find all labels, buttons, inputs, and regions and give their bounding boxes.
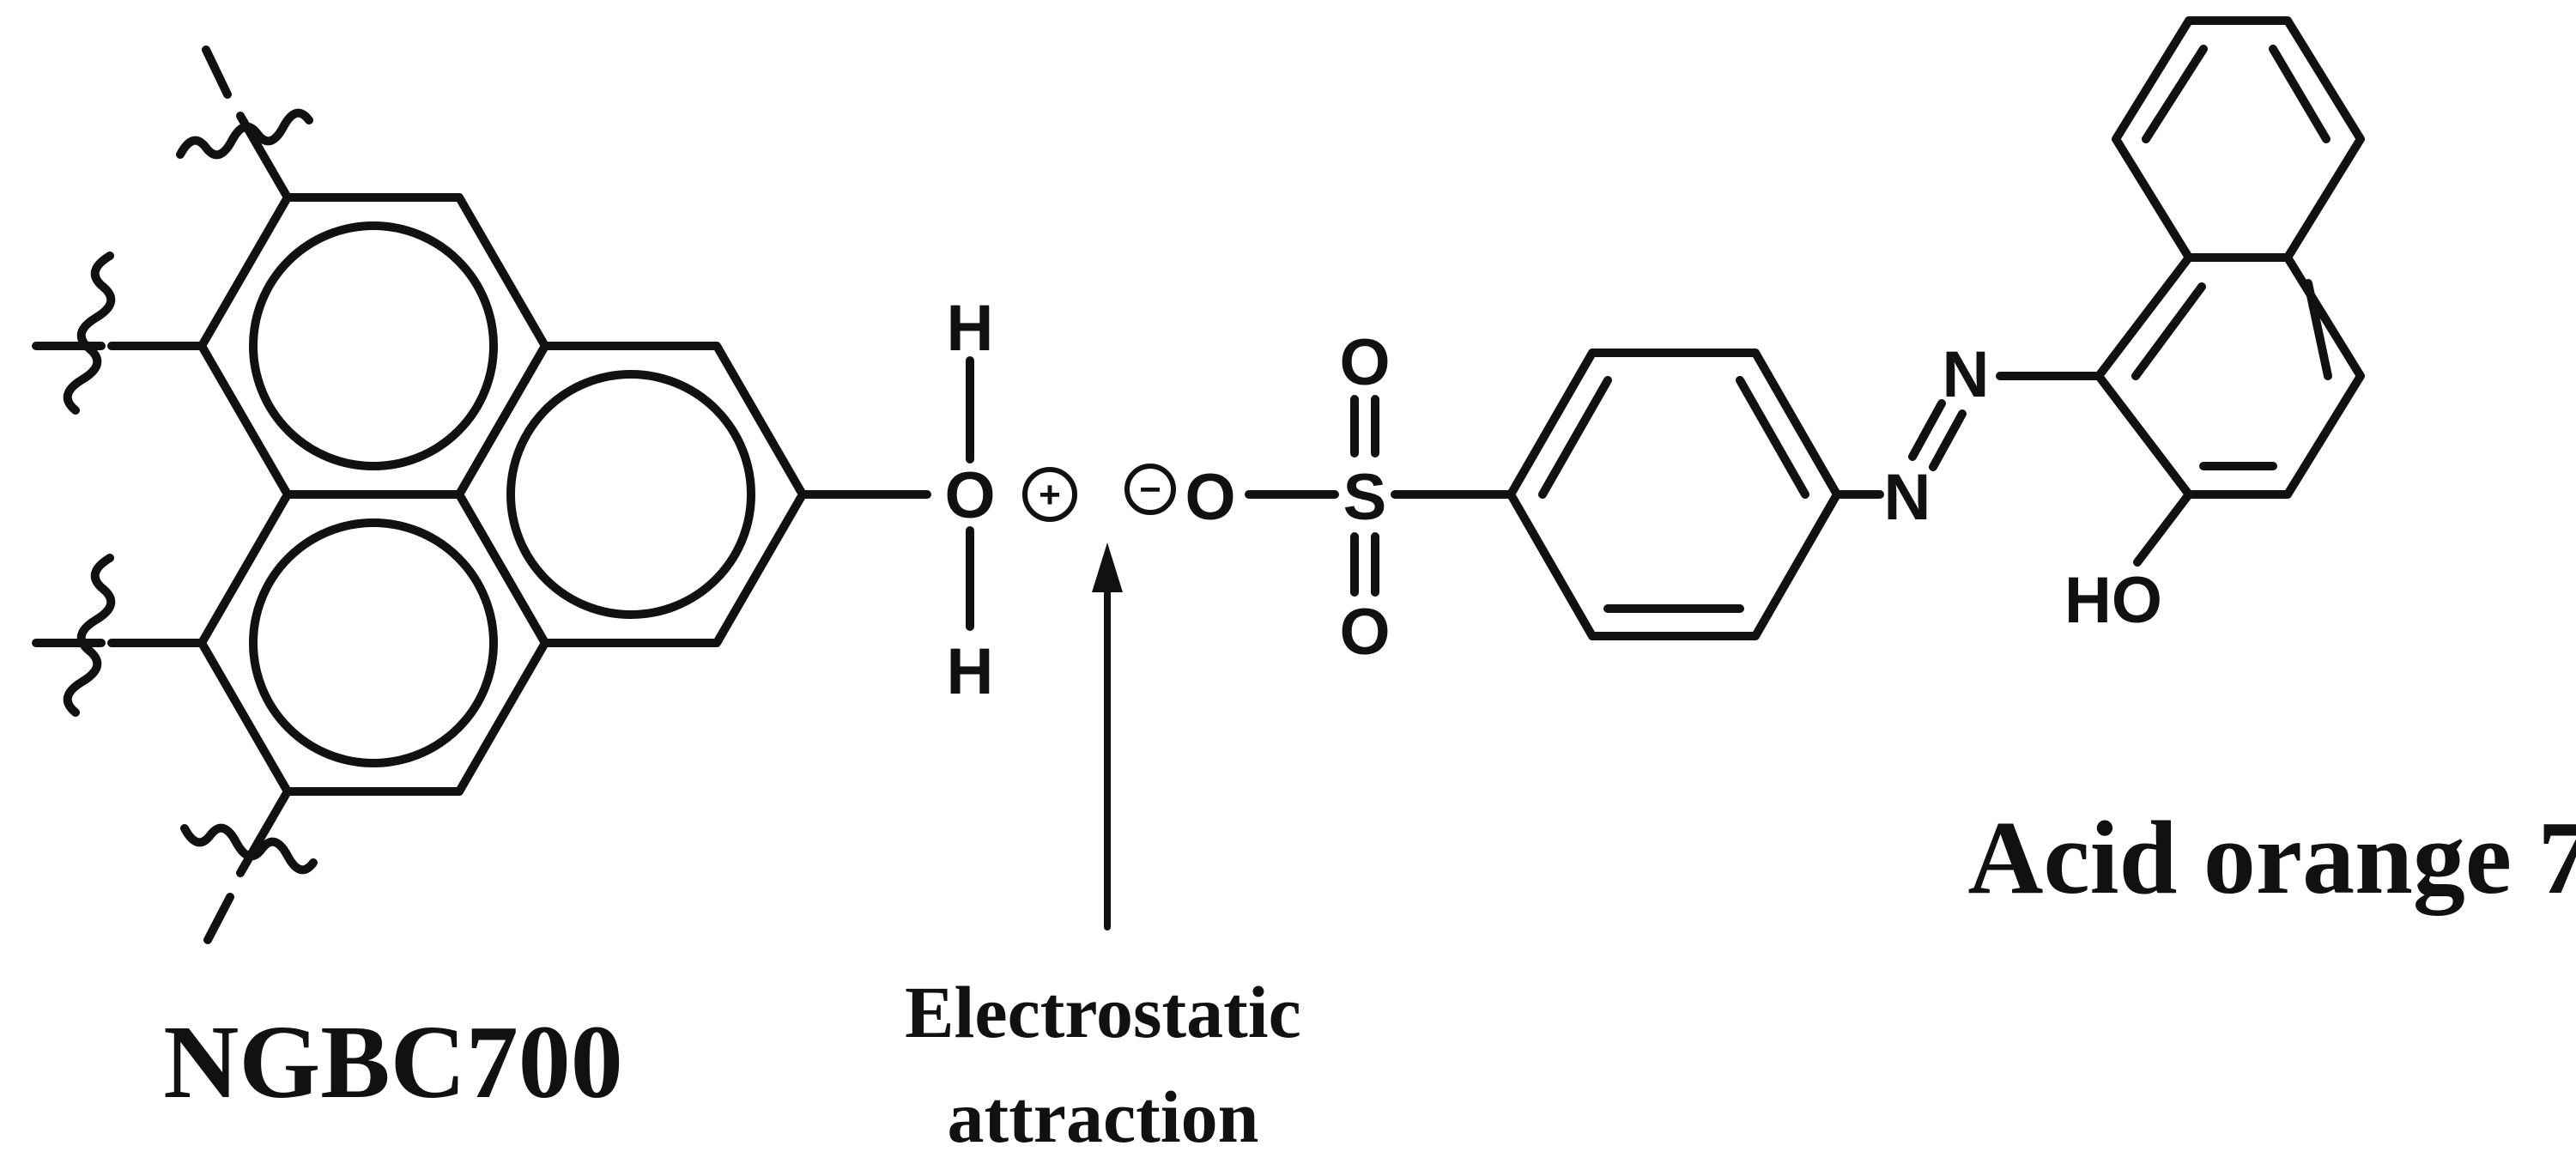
c-oh-bond (2133, 490, 2193, 567)
hydrogen-top-label: H (947, 292, 994, 365)
ngbc700-caption: NGBC700 (163, 1004, 622, 1120)
negative-charge-circle (1124, 464, 1176, 515)
oxonium-group: H O H + (944, 292, 1077, 708)
hydroxyl-label: HO (2064, 564, 2162, 637)
stub-line-4 (203, 893, 234, 944)
ring-c-aromatic-circle (249, 518, 498, 767)
hydrogen-bottom-label: H (947, 635, 994, 708)
interaction-caption-line1: Electrostatic (905, 971, 1301, 1053)
azo-linkage: N N (1884, 338, 2103, 534)
naphthol-double-2 (2304, 279, 2332, 380)
naphthol-structure: HO (2064, 16, 2365, 637)
ring-b (455, 342, 807, 647)
ring-b-aromatic-circle (506, 370, 755, 619)
nitrogen-upper-label: N (1943, 338, 1990, 411)
wavy-cut-2 (63, 252, 116, 415)
nitrogen-lower-label: N (1884, 461, 1931, 534)
n-n-double-a (1908, 399, 1946, 461)
naphthol-double-1 (2131, 282, 2206, 380)
positive-charge-circle (1022, 467, 1077, 522)
oxygen-center-label: O (944, 459, 995, 532)
naphthol-upper-ring (2112, 16, 2365, 262)
electrostatic-arrow (1092, 543, 1123, 931)
arrow-head (1092, 543, 1123, 592)
benzene-ring (1506, 349, 1884, 640)
naphthol-double-5 (2269, 45, 2331, 143)
negative-charge-sign: − (1139, 469, 1161, 511)
oxygen-sulfonyl-bottom-label: O (1339, 596, 1390, 669)
n-n-double-b (1929, 409, 1967, 471)
ngbc700-structure (32, 45, 931, 944)
benzene-double-1 (1538, 376, 1612, 499)
stub-bond-4 (236, 787, 292, 877)
oxygen-sulfonate-label: O (1185, 461, 1235, 534)
benzene-hexagon (1506, 349, 1841, 640)
acid-orange-caption: Acid orange 7 (1967, 800, 2576, 916)
benzene-double-2 (1736, 376, 1809, 499)
ring-a-aromatic-circle (249, 221, 498, 470)
interaction-caption-line2: attraction (948, 1076, 1259, 1158)
wavy-cut-4 (180, 823, 318, 875)
positive-charge-sign: + (1039, 474, 1061, 516)
stub-line-1 (202, 45, 232, 99)
naphthol-double-4 (2142, 45, 2208, 143)
wavy-cut-1 (176, 108, 313, 160)
wavy-cut-3 (63, 554, 116, 717)
sulfur-label: S (1343, 461, 1387, 534)
oxygen-sulfonyl-top-label: O (1339, 326, 1390, 399)
sulfonate-group: − O S O O (1124, 326, 1515, 669)
